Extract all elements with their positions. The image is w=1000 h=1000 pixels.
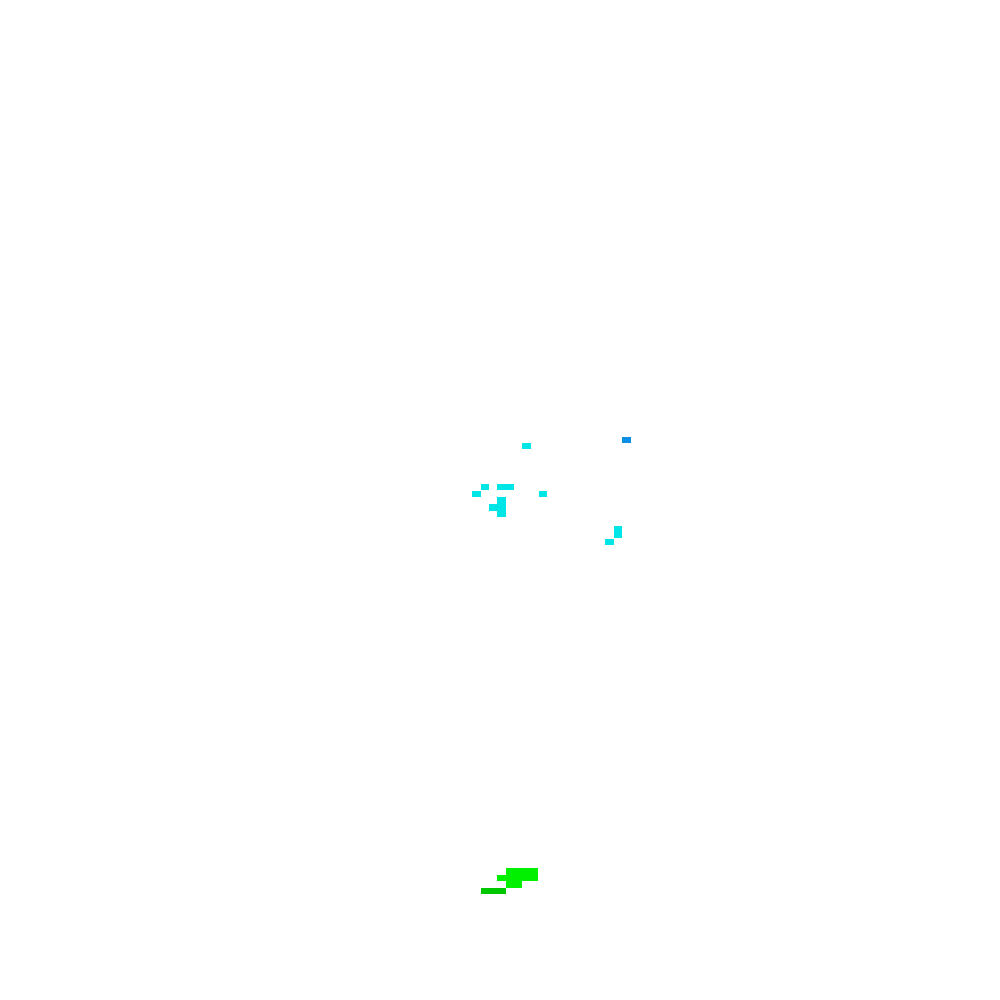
cyan-pixel-2	[481, 484, 489, 490]
green-pixel-3	[506, 881, 522, 888]
blue-pixel	[622, 437, 631, 443]
cyan-pixel-7	[489, 504, 506, 511]
green-pixel-1	[506, 868, 538, 875]
cyan-pixel-9	[614, 526, 622, 538]
green-pixel-4	[481, 888, 506, 894]
cyan-pixel-5	[539, 491, 547, 497]
green-pixel-2	[497, 875, 538, 881]
cyan-pixel-6	[497, 497, 506, 504]
cyan-pixel-1	[522, 443, 531, 449]
cyan-pixel-3	[497, 484, 514, 490]
cyan-pixel-4	[472, 491, 481, 497]
cyan-pixel-8	[497, 511, 506, 517]
cyan-pixel-10	[605, 539, 614, 545]
